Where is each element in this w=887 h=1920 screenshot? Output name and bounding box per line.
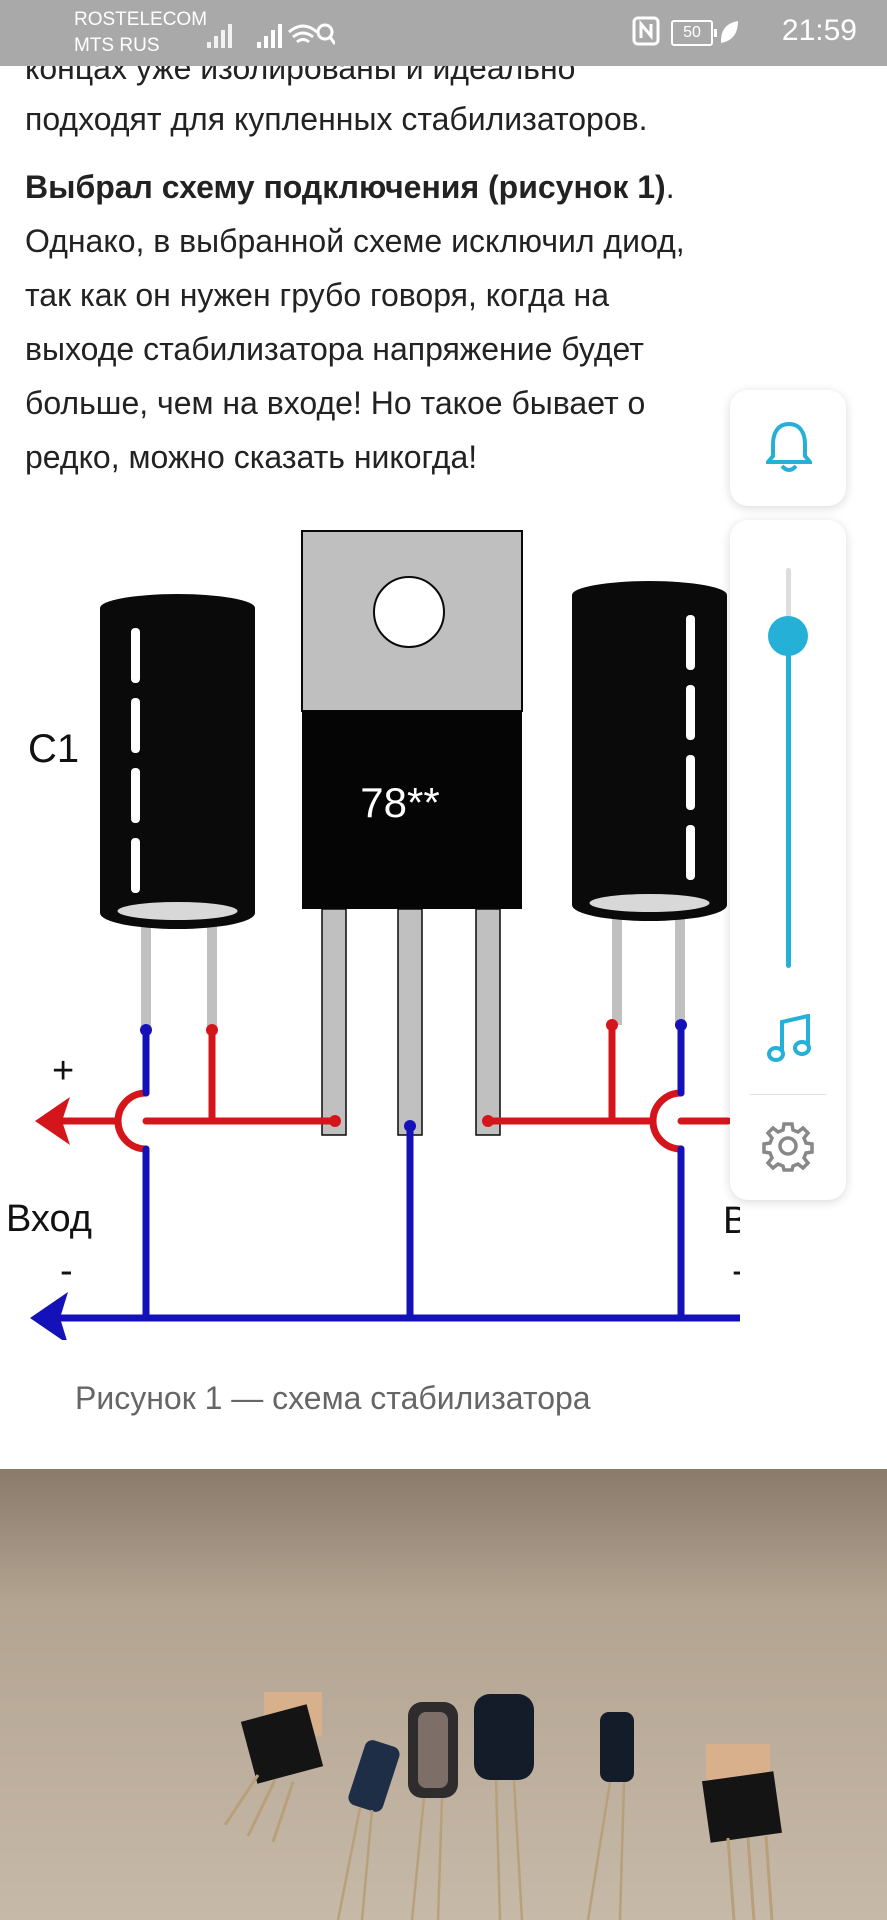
input-label: Вход: [6, 1198, 92, 1240]
regulator-chip: [301, 530, 523, 1136]
c2-leg: [612, 895, 622, 1025]
negative-wires: [56, 1021, 740, 1322]
article-line: так как он нужен грубо говоря, когда на: [25, 277, 609, 313]
output-label: Выход: [723, 1200, 740, 1242]
article-line: выходе стабилизатора напряжение будет: [25, 331, 644, 367]
input-arrow: [35, 1097, 70, 1145]
figure-caption: Рисунок 1 — схема стабилизатора: [75, 1380, 591, 1416]
carrier-2: MTS RUS: [74, 35, 160, 56]
components-photo[interactable]: [0, 1469, 887, 1920]
positive-wires: [56, 1021, 732, 1153]
capacitor-small: [586, 1712, 634, 1920]
stabilizer-diagram[interactable]: 78** C1 + Вход - Выход -: [0, 520, 740, 1340]
article-line: больше, чем на входе! Но такое бывает о: [25, 385, 646, 421]
chip-label: 78**: [360, 779, 439, 826]
search-icon: [316, 23, 335, 45]
minus-arrow-left: [30, 1292, 68, 1340]
gear-icon[interactable]: [762, 1120, 814, 1172]
status-bar: ROSTELECOM MTS RUS 50 21:59: [0, 0, 887, 66]
capacitor-large: [474, 1694, 534, 1920]
article-line: подходят для купленных стабилизаторов.: [25, 101, 648, 137]
c1-leg: [207, 905, 217, 1030]
music-note-icon[interactable]: [766, 1014, 814, 1064]
volume-slider-fill: [786, 636, 791, 968]
capacitor-small-blue: [336, 1740, 400, 1920]
article-line: редко, можно сказать никогда!: [25, 439, 478, 475]
regulator-right: [702, 1744, 782, 1920]
c2-leg: [675, 895, 685, 1025]
minus-label: -: [60, 1250, 73, 1292]
c1-leg: [141, 905, 151, 1030]
bell-icon[interactable]: [766, 418, 812, 474]
article-line: Однако, в выбранной схеме исключил диод,: [25, 223, 685, 259]
volume-slider-thumb[interactable]: [768, 616, 808, 656]
clock: 21:59: [781, 14, 857, 47]
plus-label: +: [52, 1050, 74, 1092]
article-body: концах уже изолированы и идеально подход…: [25, 48, 845, 484]
article-paragraph: Выбрал схему подключения (рисунок 1).: [25, 169, 675, 205]
capacitor-c1: [100, 594, 255, 929]
capacitor-grey: [408, 1702, 458, 1920]
minus-label: -: [732, 1250, 740, 1292]
leaf-icon: [720, 21, 738, 43]
signal-icon: [257, 24, 282, 48]
bold-text: Выбрал схему подключения (рисунок 1): [25, 169, 666, 205]
notification-card[interactable]: [730, 390, 846, 506]
regulator-left: [223, 1692, 324, 1843]
signal-icon: [207, 24, 232, 48]
carrier-1: ROSTELECOM: [74, 9, 208, 30]
wifi-icon: [288, 24, 318, 44]
divider: [750, 1094, 826, 1095]
c1-label: C1: [28, 727, 79, 771]
status-left-icons: [207, 23, 335, 48]
battery-icon: 50: [671, 20, 717, 46]
capacitor-c2: [572, 581, 727, 921]
nfc-icon: [632, 16, 660, 46]
media-controls-card: [730, 520, 846, 1200]
